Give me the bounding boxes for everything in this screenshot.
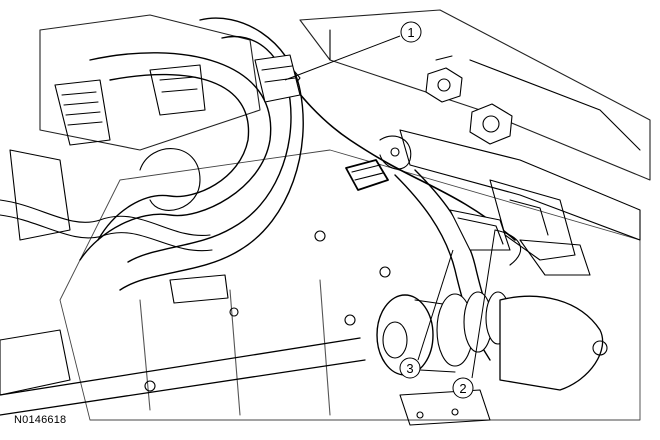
left-lower-box [0, 329, 71, 396]
relay-box [149, 64, 206, 116]
leader-3 [417, 249, 454, 361]
hose-large-1 [79, 52, 272, 261]
hose-large-2 [119, 17, 304, 291]
figure-id-label: N0146618 [14, 414, 67, 426]
component-block-left [39, 14, 261, 151]
callout-2: 2 [452, 377, 474, 399]
leader-2 [471, 229, 496, 379]
sensor-harness-end [494, 229, 522, 266]
line-art [0, 9, 651, 426]
floor-hole-3 [379, 266, 391, 278]
callout-number-2: 2 [459, 381, 466, 396]
callout-3: 3 [399, 357, 421, 379]
clip-rectangle [169, 274, 229, 304]
hose-loop [139, 148, 201, 211]
sensor-cable [279, 69, 516, 241]
frame-rail-lower [399, 129, 641, 241]
nut-upper [425, 55, 463, 103]
bracket-stud [379, 135, 412, 170]
bracket-left [9, 149, 71, 241]
bracket-tab [519, 239, 591, 276]
cable-clip [345, 159, 389, 191]
callout-number-1: 1 [407, 25, 414, 40]
callout-leaders [284, 35, 496, 379]
callout-number-3: 3 [406, 361, 413, 376]
connector-bank [54, 79, 111, 146]
floor-pan-rib-2 [229, 289, 241, 416]
frame-rail-upper [299, 9, 651, 181]
harness-left [0, 199, 211, 237]
callout-1: 1 [400, 21, 422, 43]
floor-hole-2 [314, 230, 326, 242]
leader-1 [284, 35, 401, 81]
bar-end [499, 295, 604, 391]
floor-pan-rib-3 [319, 279, 331, 416]
sensor-body [449, 209, 511, 251]
floor-hole-1 [144, 380, 156, 392]
floor-hole-5 [344, 314, 356, 326]
bushing [376, 291, 511, 376]
nut-lower [469, 103, 513, 145]
floor-hole-4 [229, 307, 239, 317]
frame-rail-inner [469, 59, 641, 151]
stabilizer-bar [0, 337, 366, 416]
floor-pan-rib-1 [139, 299, 151, 411]
